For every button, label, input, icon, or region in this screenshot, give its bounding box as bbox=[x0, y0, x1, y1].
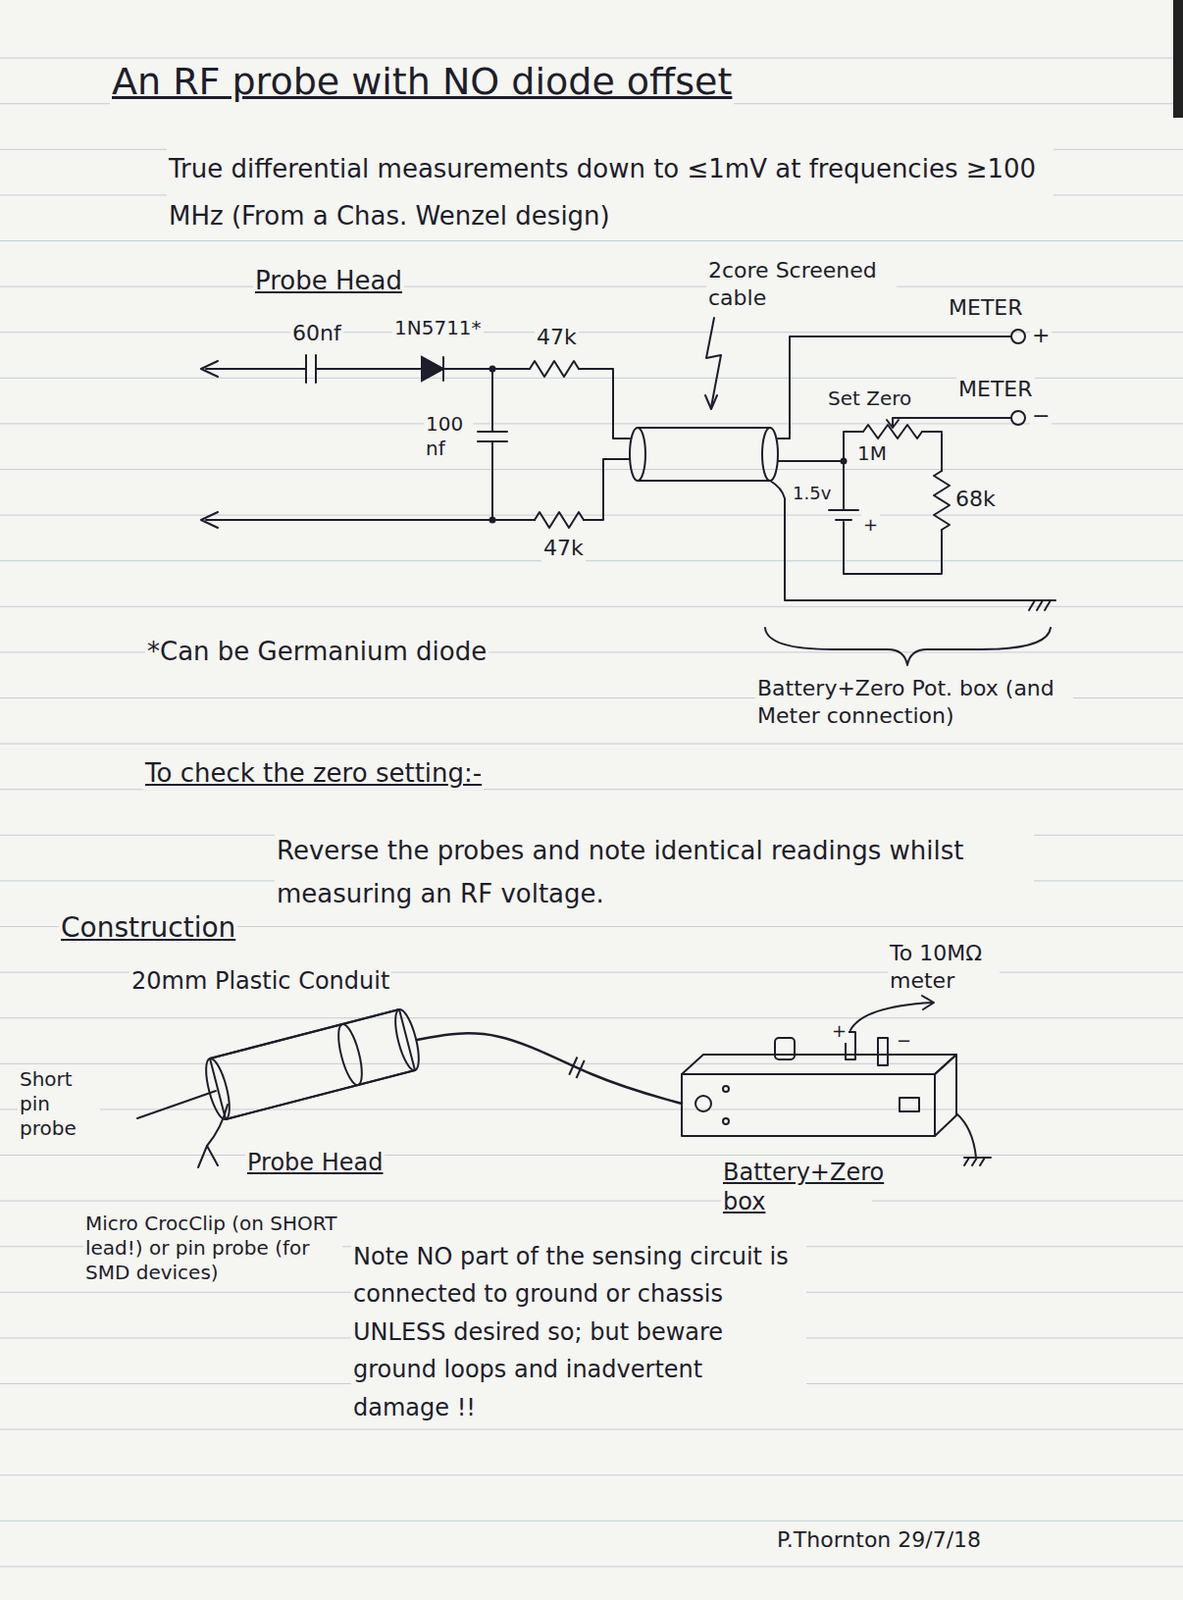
switch bbox=[899, 1097, 920, 1112]
ground-wire bbox=[956, 1113, 977, 1158]
ground-symbol bbox=[964, 1157, 991, 1166]
wire bbox=[583, 459, 630, 520]
label-text: 1.5v bbox=[790, 482, 833, 506]
conduit-ring bbox=[390, 1007, 423, 1073]
cable-end bbox=[629, 427, 646, 481]
label-text: 1N5711* bbox=[392, 315, 484, 341]
conduit-ring bbox=[333, 1022, 366, 1087]
label-text: − bbox=[894, 1029, 914, 1053]
wiper-wire bbox=[892, 417, 1012, 426]
cable-connector bbox=[416, 1032, 682, 1104]
meter-arrow-head bbox=[922, 995, 934, 1010]
capacitor-symbol bbox=[306, 355, 316, 383]
battery-box: Battery+Zero box bbox=[681, 1054, 957, 1138]
label-text: 47k bbox=[534, 323, 579, 352]
wire bbox=[205, 367, 307, 370]
label-text: + bbox=[829, 1020, 849, 1043]
conduit-outline bbox=[209, 1009, 415, 1120]
screw bbox=[722, 1118, 729, 1125]
label-text: 2core Screened cable bbox=[706, 257, 897, 311]
label-text: − bbox=[1029, 402, 1052, 430]
leader-line bbox=[706, 317, 721, 408]
label-text: 68k bbox=[953, 485, 998, 514]
node-outline bbox=[196, 1000, 417, 1129]
label-text: P.Thornton 29/7/18 bbox=[774, 1526, 983, 1554]
ruled-paper bbox=[0, 39, 1183, 1580]
label-text: 100 nf bbox=[423, 411, 473, 462]
cable-grommet bbox=[695, 1095, 712, 1112]
wiper-arrow bbox=[886, 419, 899, 428]
box-side bbox=[934, 1054, 957, 1136]
bracket bbox=[765, 627, 1051, 666]
conduit-body bbox=[209, 1009, 415, 1120]
meter-arrow bbox=[850, 1002, 932, 1030]
capacitor-symbol bbox=[477, 431, 508, 442]
label-text: METER bbox=[946, 294, 1026, 322]
title-text: An RF probe with NO diode offset bbox=[109, 58, 734, 106]
label-text: To 10MΩ meter bbox=[887, 939, 1000, 994]
wire bbox=[315, 367, 422, 370]
wire bbox=[777, 460, 844, 463]
wire bbox=[843, 521, 942, 574]
label-text: *Can be Germanium diode bbox=[145, 635, 489, 669]
wire bbox=[922, 431, 942, 471]
label-text: 20mm Plastic Conduit bbox=[129, 966, 392, 996]
battery-symbol bbox=[828, 510, 859, 520]
label-text: Set Zero bbox=[825, 386, 914, 412]
label-text: Note NO part of the sensing circuit is c… bbox=[351, 1237, 807, 1427]
wire bbox=[443, 367, 530, 370]
meter-terminal bbox=[1011, 411, 1026, 425]
label-text: 1M bbox=[855, 441, 889, 466]
node-heading: Battery+Zero box bbox=[720, 1157, 873, 1217]
wire bbox=[578, 368, 630, 439]
label-text: Short pin probe bbox=[17, 1067, 101, 1141]
box-front bbox=[681, 1074, 935, 1136]
label-text: METER bbox=[956, 375, 1035, 404]
label-text: Construction bbox=[58, 910, 238, 945]
scan-edge bbox=[1173, 0, 1183, 118]
wire bbox=[491, 368, 494, 520]
ground-symbol bbox=[1028, 600, 1056, 611]
probe-arrow bbox=[201, 360, 218, 377]
resistor-symbol bbox=[534, 512, 584, 528]
diode-symbol bbox=[421, 357, 444, 381]
label-text: 47k bbox=[541, 534, 586, 563]
screen-wire bbox=[770, 480, 1030, 601]
label-text: + bbox=[1029, 321, 1052, 350]
node-outline bbox=[681, 1054, 957, 1138]
probe-arrow bbox=[201, 512, 218, 528]
resistor-symbol bbox=[529, 360, 579, 377]
wire bbox=[205, 518, 535, 521]
node-heading: Probe Head bbox=[245, 1147, 385, 1178]
croc-clip bbox=[198, 1145, 218, 1168]
label-text: + bbox=[861, 514, 880, 537]
meter-terminal bbox=[1011, 329, 1026, 344]
screened-cable bbox=[637, 427, 771, 481]
cable-break bbox=[568, 1057, 577, 1076]
cable-break bbox=[576, 1060, 585, 1079]
probe-head: Probe Head bbox=[196, 1000, 417, 1129]
label-text: Reverse the probes and note identical re… bbox=[274, 828, 1034, 916]
label-text: Probe Head bbox=[253, 264, 405, 298]
label-text: 60nf bbox=[290, 319, 344, 348]
cable-end bbox=[762, 427, 778, 481]
label-text: To check the zero setting:- bbox=[143, 757, 484, 790]
label-text: True differential measurements down to ≤… bbox=[166, 145, 1054, 240]
conduit-ring bbox=[201, 1056, 234, 1122]
resistor-symbol bbox=[933, 470, 950, 530]
meter-terminal bbox=[877, 1037, 888, 1066]
label-text: Battery+Zero Pot. box (and Meter connect… bbox=[755, 674, 1074, 729]
screw bbox=[722, 1085, 729, 1092]
label-text: Micro CrocClip (on SHORT lead!) or pin p… bbox=[83, 1211, 343, 1286]
pin-probe bbox=[137, 1090, 216, 1119]
leader-arrow bbox=[705, 395, 718, 410]
box-top bbox=[681, 1054, 957, 1075]
zero-knob bbox=[774, 1037, 795, 1060]
